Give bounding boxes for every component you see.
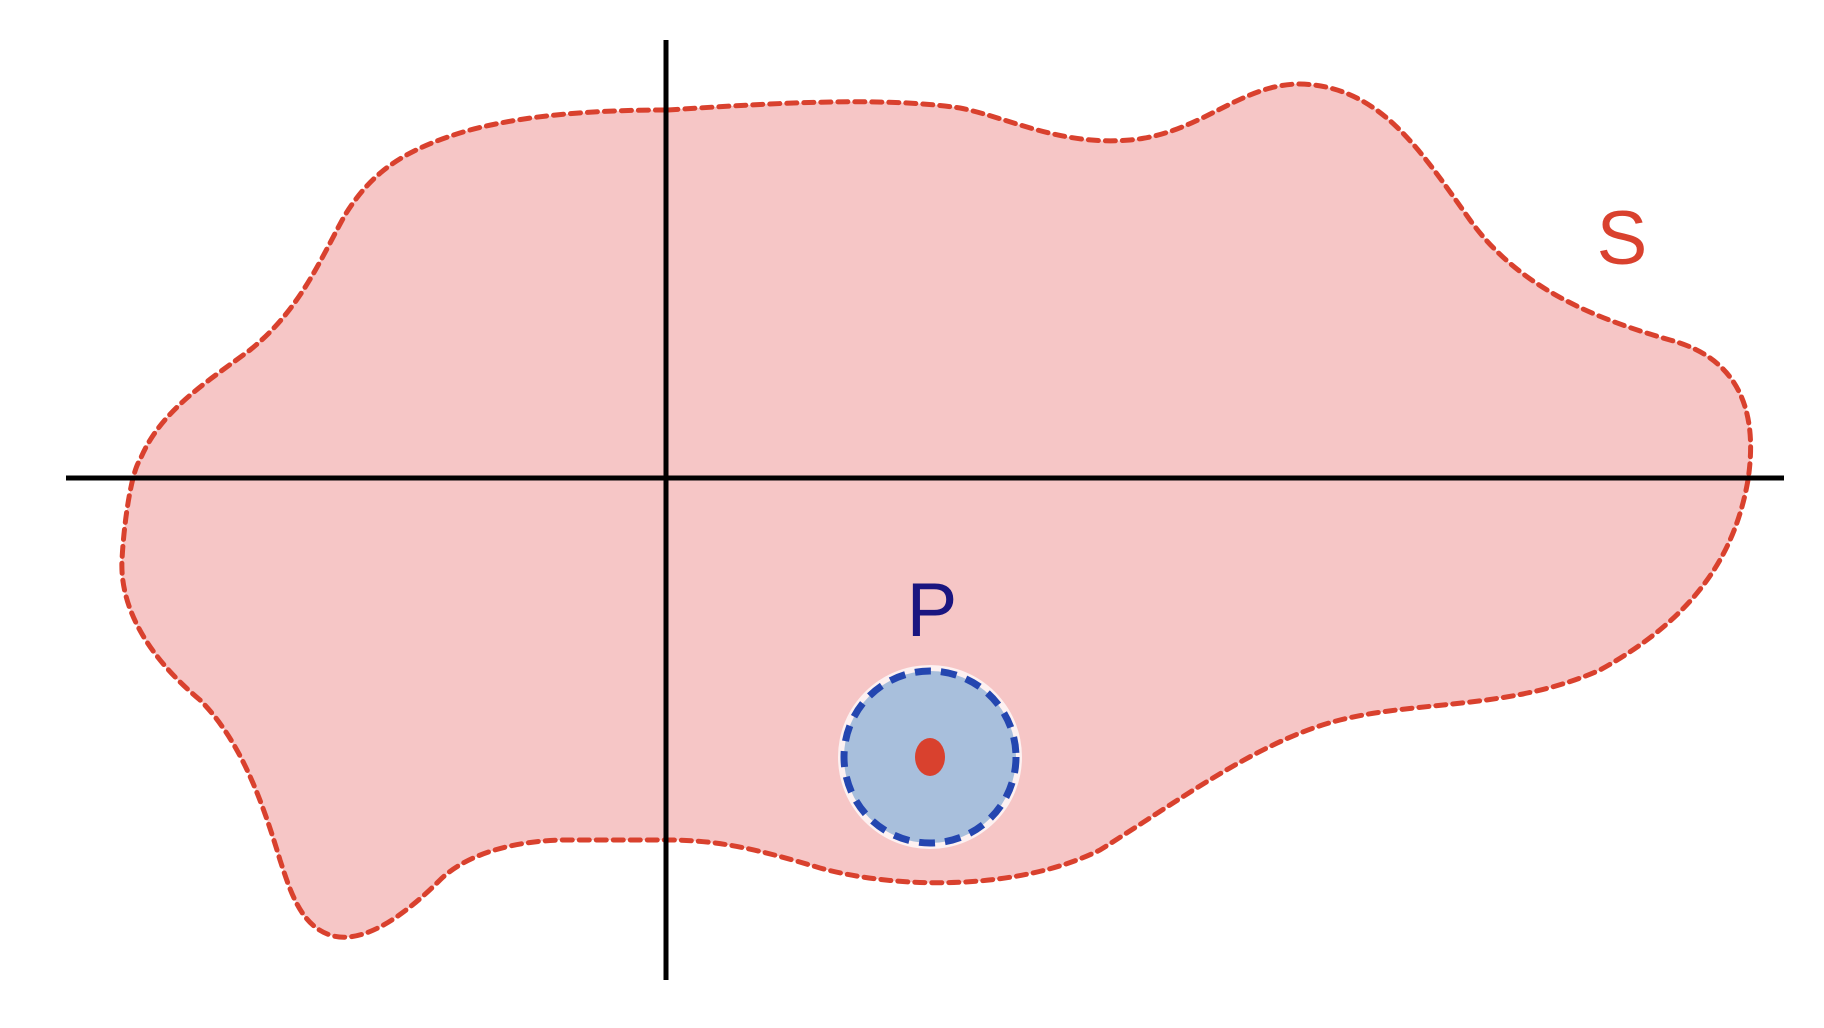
region-s-outline <box>119 81 1754 940</box>
set-label: S <box>1597 196 1648 281</box>
point-p-dot <box>915 738 945 776</box>
point-label: P <box>907 568 958 653</box>
region-s-fill <box>121 84 1751 938</box>
